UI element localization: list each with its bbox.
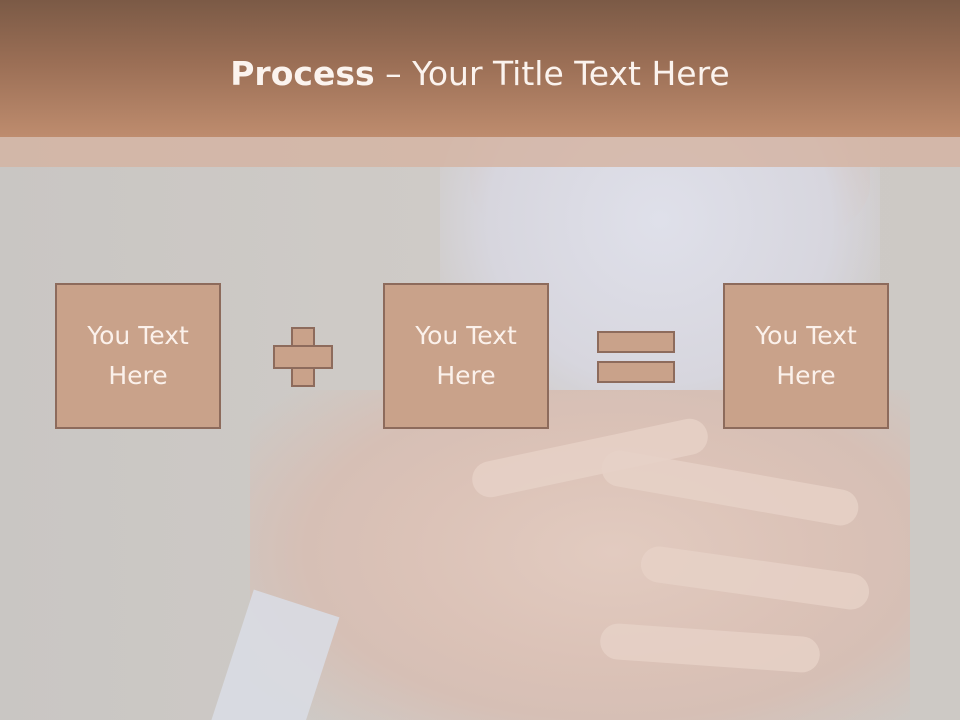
text-box-3[interactable]: You Text Here (723, 283, 889, 429)
title-header (0, 0, 960, 137)
text-box-2-label: You Text Here (415, 321, 517, 390)
text-box-3-label: You Text Here (755, 321, 857, 390)
title-rest: – Your Title Text Here (374, 54, 730, 93)
text-box-2[interactable]: You Text Here (383, 283, 549, 429)
text-box-1-label: You Text Here (87, 321, 189, 390)
slide-title[interactable]: Process – Your Title Text Here (0, 50, 960, 98)
title-bold: Process (230, 54, 375, 93)
photo-hands-area (250, 390, 910, 720)
header-band (0, 137, 960, 167)
text-box-1[interactable]: You Text Here (55, 283, 221, 429)
